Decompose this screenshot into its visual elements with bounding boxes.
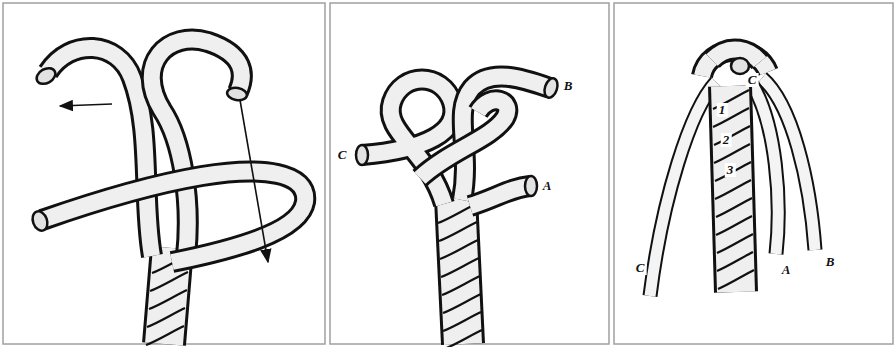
panel-frames: [3, 3, 893, 344]
strand-label: 1: [717, 103, 728, 117]
rope-step-one: [30, 40, 305, 345]
strand-label: 3: [725, 163, 736, 177]
strand-label: B: [562, 79, 575, 93]
rope-step-three: [650, 49, 815, 296]
strand-label: A: [541, 179, 554, 193]
strand-label: B: [824, 255, 837, 269]
strand-label: A: [780, 263, 793, 277]
strand-label: C: [746, 73, 759, 87]
rope-step-two: [356, 76, 560, 347]
strand-label: C: [634, 261, 647, 275]
strand-label: C: [336, 148, 349, 162]
strand-label: 2: [721, 133, 732, 147]
